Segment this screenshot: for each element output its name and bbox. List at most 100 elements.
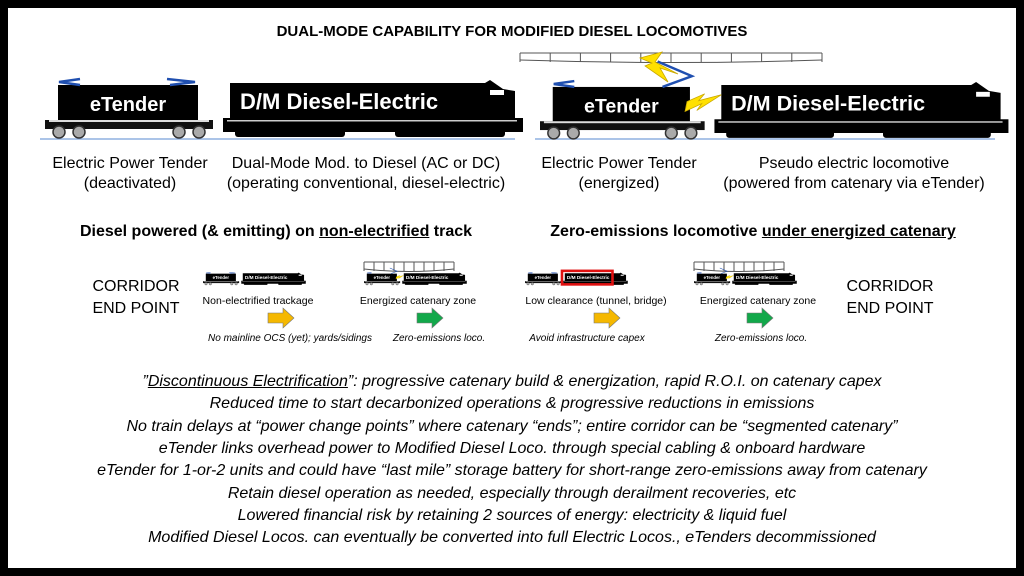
locomotive-stripe (227, 120, 517, 122)
heading-text: Diesel powered (& emitting) on (79, 223, 320, 240)
catenary-contact-wire (693, 268, 785, 272)
caption-line: (energized) (578, 175, 660, 192)
etender: eTender (203, 272, 240, 286)
locomotive-body (733, 272, 796, 282)
wheel (530, 282, 534, 286)
caption-line: (operating conventional, diesel-electric… (226, 175, 506, 192)
wheel (230, 282, 234, 286)
etender: eTender (364, 267, 401, 286)
locomotive-truck (235, 128, 345, 137)
pantograph-lowered (166, 77, 196, 87)
etender: eTender (540, 60, 705, 140)
lightning-bolt-icon (395, 275, 404, 280)
etender: eTender (525, 272, 562, 286)
etender-frame (364, 281, 401, 284)
pantograph-lowered (205, 272, 211, 274)
pantograph-lowered (58, 77, 81, 87)
wheel (684, 126, 698, 140)
low-clearance-highlight-box (560, 269, 614, 286)
bullet-item: eTender links overhead power to Modified… (159, 440, 866, 458)
caption-line: (deactivated) (83, 175, 177, 192)
locomotive-body (230, 80, 515, 120)
wheel (52, 125, 66, 139)
locomotive-underframe (402, 280, 467, 284)
caption-line: Dual-Mode Mod. to Diesel (AC or DC) (231, 155, 501, 172)
locomotive-label: D/M Diesel-Electric (245, 275, 288, 281)
locomotive: D/M Diesel-Electric (732, 272, 797, 285)
wheel (395, 282, 399, 286)
locomotive-truck (726, 129, 834, 138)
wheel (725, 282, 729, 286)
segment-label: Energized catenary zone (359, 295, 477, 307)
caption-right-tender: Electric Power Tender (energized) (541, 154, 696, 194)
etender-body (366, 273, 397, 282)
wheel (664, 126, 678, 140)
caption-line: Electric Power Tender (52, 155, 208, 172)
cab-window (490, 90, 504, 95)
train: eTender D/M Diesel-Electric (203, 272, 306, 286)
cab-window (459, 274, 463, 276)
lightning-bolt-icon (684, 93, 722, 113)
caption-left-loco: Dual-Mode Mod. to Diesel (AC or DC) (oper… (227, 154, 505, 194)
caption-right-loco: Pseudo electric locomotive(powered from … (723, 154, 984, 194)
catenary-contact-wire (519, 59, 823, 63)
wheel (699, 282, 703, 286)
catenary (363, 261, 455, 272)
heading-diesel: Diesel powered (& emitting) on non-elect… (80, 223, 472, 241)
wheel (556, 282, 560, 286)
heading-zero-emissions: Zero-emissions locomotive under energize… (550, 223, 955, 241)
bullet-text: ”: progressive catenary build & energiza… (347, 373, 882, 390)
bullet-text: eTender for 1-or-2 units and could have … (97, 462, 927, 480)
caption-left-tender: Electric Power Tender (deactivated) (52, 154, 207, 194)
locomotive-truck (734, 282, 759, 285)
bullet-item: Reduced time to start decarbonized opera… (210, 395, 815, 413)
wheel (204, 282, 208, 286)
corridor-line: END POINT (92, 300, 180, 317)
wheel (547, 126, 561, 140)
etender-body (205, 273, 236, 282)
etender-label: eTender (213, 275, 230, 280)
pantograph-lowered (527, 272, 533, 274)
etender-stripe (49, 120, 209, 122)
pantograph-raised (719, 267, 729, 274)
bullet-text: Reduced time to start decarbonized opera… (209, 395, 815, 413)
locomotive-body (564, 272, 627, 282)
pantograph-lowered (229, 272, 236, 274)
etender-label: eTender (374, 275, 391, 280)
locomotive: D/M Diesel-Electric (402, 272, 467, 285)
locomotive-label: D/M Diesel-Electric (736, 275, 779, 281)
lightning-bolt-icon (725, 275, 734, 280)
segment-label: Energized catenary zone (699, 295, 817, 307)
locomotive-label: D/M Diesel-Electric (406, 275, 449, 281)
bullet-item: ”Discontinuous Electrification”: progres… (142, 373, 881, 391)
etender-body (58, 85, 198, 121)
caption-line: (powered from catenary via eTender) (723, 175, 985, 192)
wheel (391, 282, 395, 286)
pantograph-lowered (551, 272, 558, 274)
locomotive-underframe (563, 280, 628, 284)
locomotive-body (403, 272, 466, 282)
wheel (72, 125, 86, 139)
bullet-underlined: Discontinuous Electrification (147, 373, 348, 390)
train: eTender D/M Diesel-Electric (525, 269, 628, 286)
etender-label: eTender (535, 275, 552, 280)
locomotive-label: D/M Diesel-Electric (731, 90, 925, 115)
etender-label: eTender (90, 94, 167, 116)
caption-line: Electric Power Tender (541, 155, 697, 172)
wheel (365, 282, 369, 286)
pantograph-lowered (553, 79, 575, 89)
wheel (208, 282, 212, 286)
catenary (693, 261, 785, 272)
etender-body (527, 273, 558, 282)
locomotive-stripe (718, 121, 1003, 123)
bullet-text: Lowered financial risk by retaining 2 so… (237, 506, 787, 524)
locomotive: D/M Diesel-Electric (563, 272, 628, 285)
etender-stripe (543, 121, 701, 124)
bullet-text: Modified Diesel Locos. can eventually be… (148, 529, 876, 547)
etender-frame (45, 120, 213, 129)
lightning-bolt-icon (638, 51, 679, 83)
bullet-item: Retain diesel operation as needed, espec… (228, 485, 796, 503)
